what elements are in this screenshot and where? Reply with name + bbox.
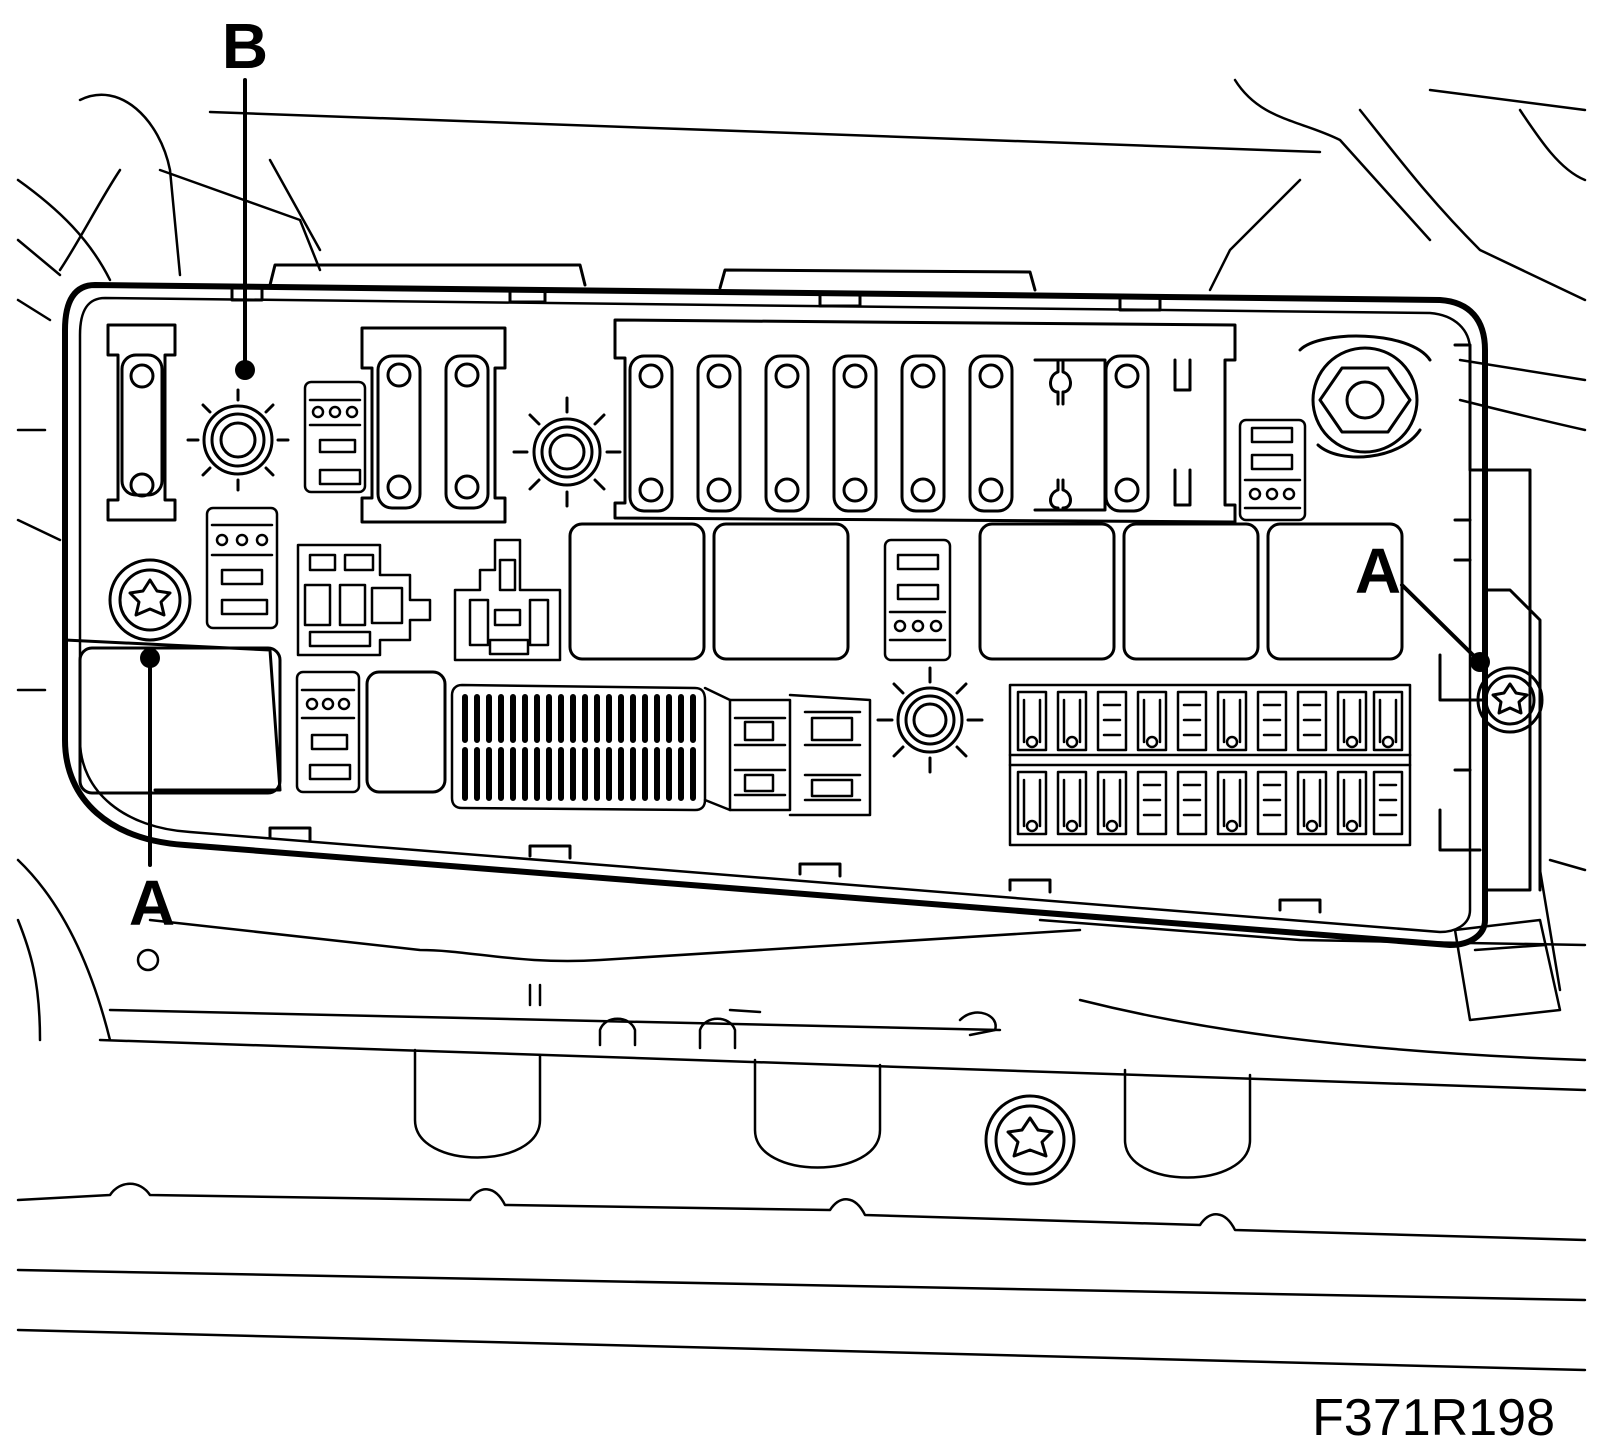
torx-screw-right xyxy=(1476,666,1544,734)
stud-center-lower xyxy=(876,666,984,774)
battery-stud xyxy=(1298,334,1432,459)
mini-fuse-panel xyxy=(1008,683,1412,847)
grille-block xyxy=(450,683,732,812)
callout-label-a-right: A xyxy=(1355,535,1401,607)
maxi-fuse-pair xyxy=(360,326,507,524)
stud-b xyxy=(186,388,290,492)
relay-row xyxy=(78,522,1404,795)
small-modules xyxy=(205,380,1307,794)
figure-code: F371R198 xyxy=(1312,1389,1555,1447)
connector-blocks xyxy=(728,693,872,817)
wide-fuse-row xyxy=(613,318,1237,524)
background-structure xyxy=(16,78,1587,1372)
callout-label-a-left: A xyxy=(129,867,175,939)
torx-screw-left xyxy=(108,558,192,642)
callout-leaders xyxy=(148,78,1480,867)
torx-screw-lower xyxy=(984,1094,1076,1186)
stud-center-upper xyxy=(512,396,622,508)
callout-label-b: B xyxy=(222,10,268,82)
callout-dots xyxy=(140,360,1490,672)
maxi-fuse-left xyxy=(106,323,177,522)
fuse-box-housing xyxy=(62,263,1542,948)
